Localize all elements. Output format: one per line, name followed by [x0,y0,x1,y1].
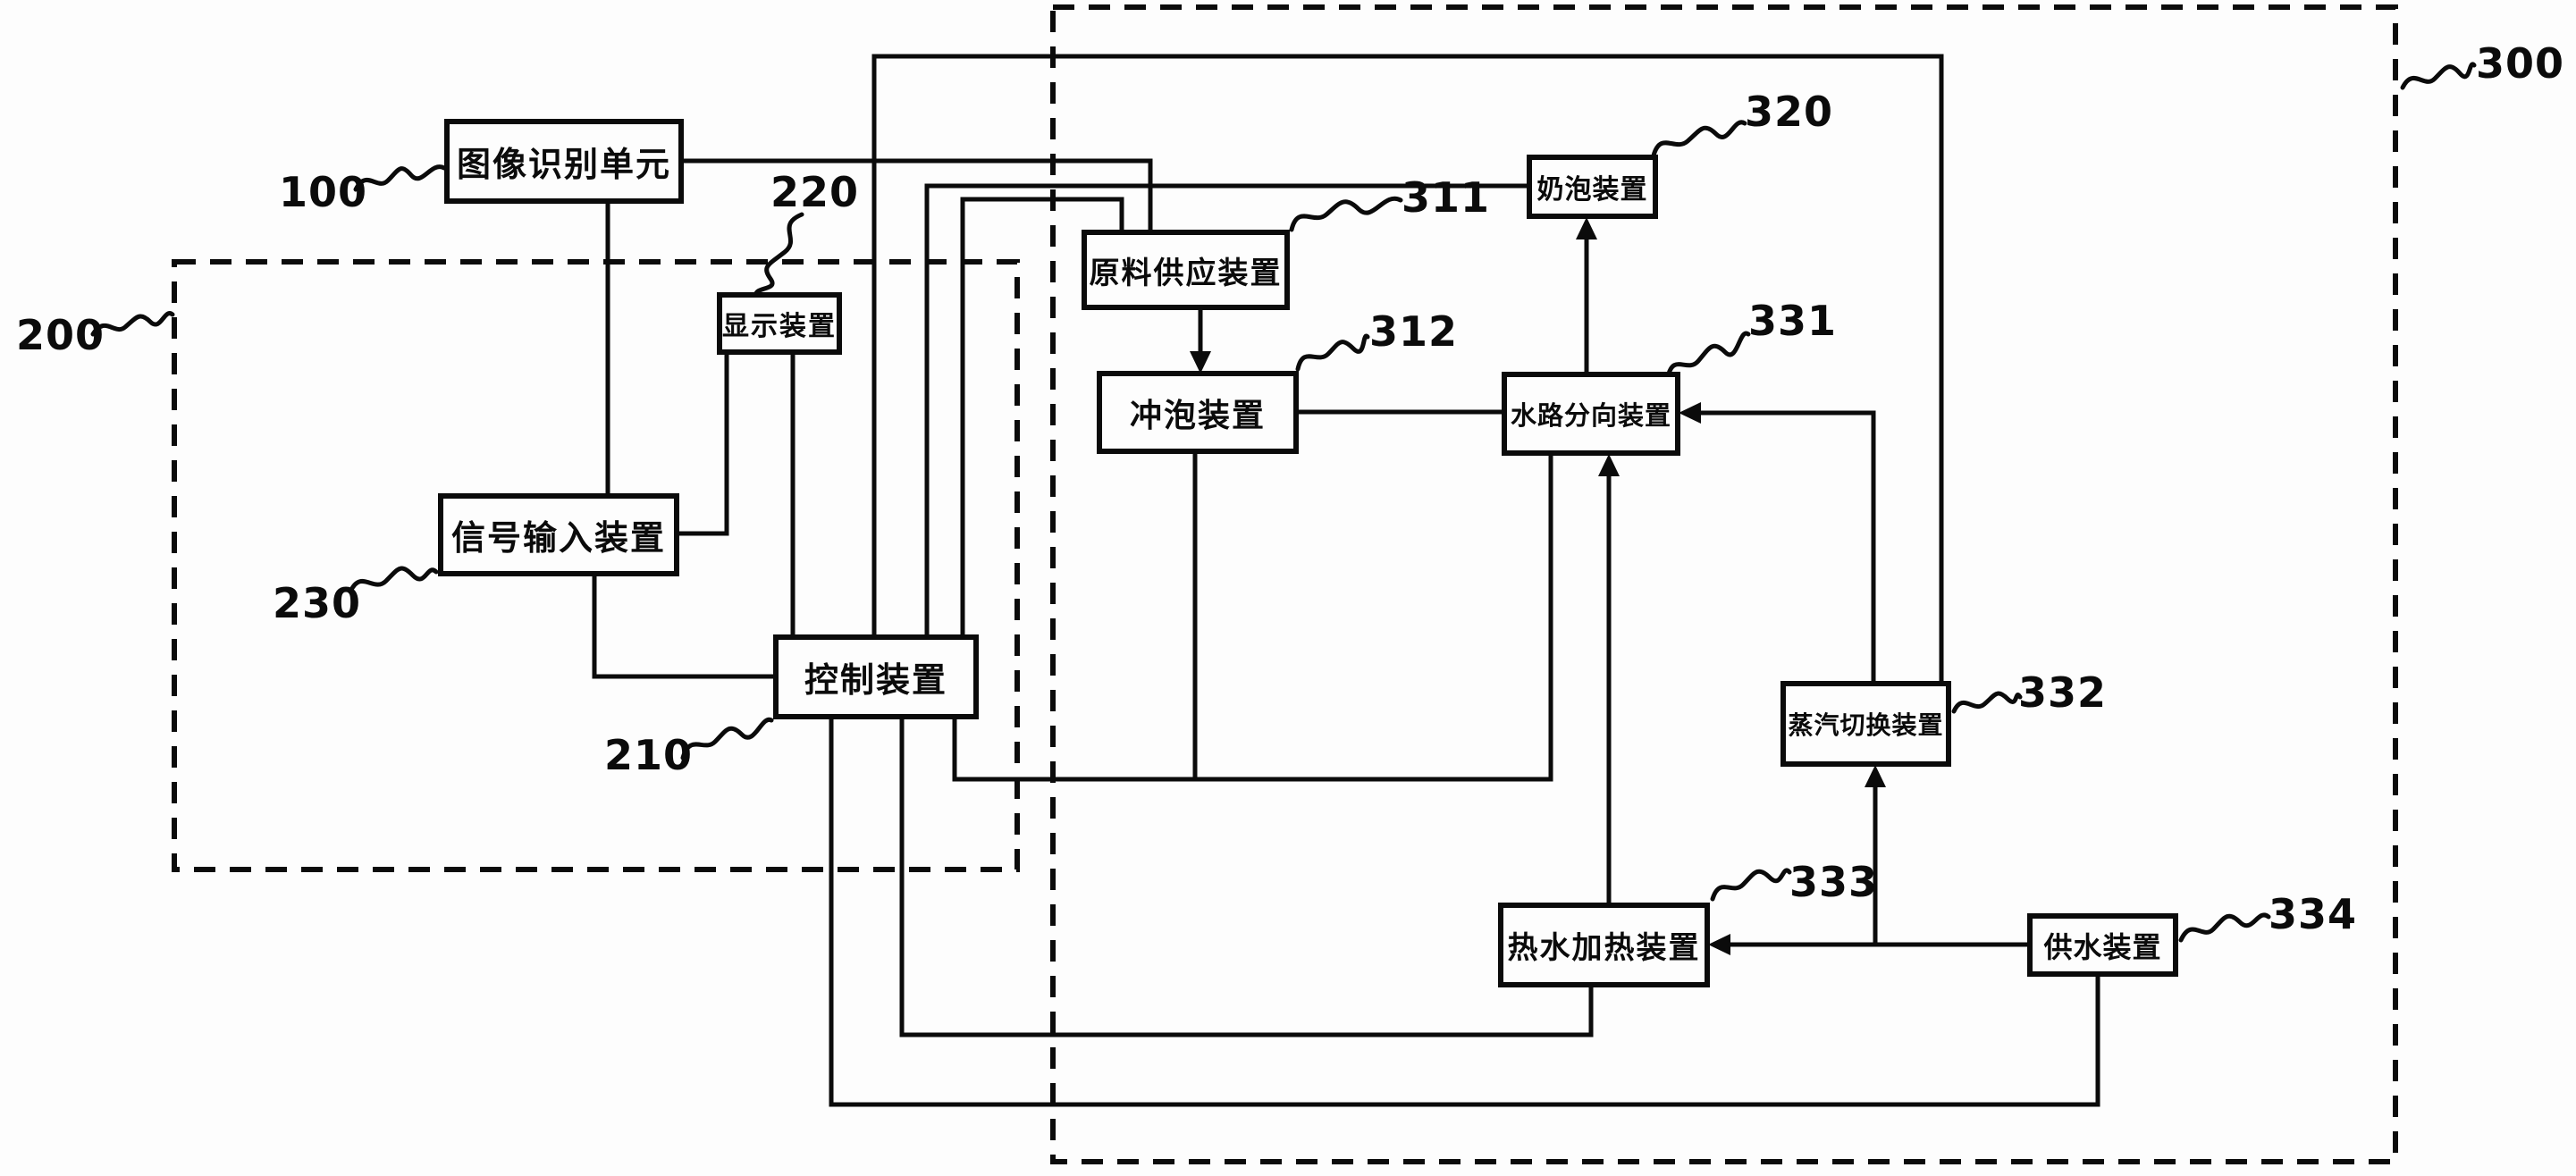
unit-hot-water-heating: 热水加热装置 [1498,903,1710,987]
leader-332 [1951,691,2023,714]
unit-water-divert: 水路分向装置 [1502,372,1680,456]
ref-label-334: 334 [2269,890,2358,938]
ref-label-312: 312 [1369,307,1459,356]
ref-label-311: 311 [1402,173,1491,222]
arrowhead-into-waterdivert-right [1679,402,1701,424]
line-signalinput-to-control [592,576,773,679]
ref-label-220: 220 [770,168,860,216]
arrowhead-into-milkfroth [1576,217,1597,239]
line-control-to-steamswitch [871,54,1944,681]
leader-311 [1289,196,1403,232]
ref-label-320: 320 [1745,88,1834,136]
leader-100 [353,164,447,192]
unit-control: 控制装置 [773,634,979,719]
unit-image-recognition: 图像识别单元 [444,119,684,204]
unit-water-supply: 供水装置 [2027,913,2178,977]
unit-milk-froth: 奶泡装置 [1527,155,1658,219]
arrowhead-into-steamswitch [1865,765,1886,787]
line-control-to-waterdivert [952,456,1553,782]
leader-320 [1651,120,1747,158]
unit-display: 显示装置 [717,292,842,355]
arrowhead-into-hotwater [1708,934,1730,955]
leader-312 [1295,333,1370,372]
leader-331 [1665,331,1751,380]
line-control-to-milkfroth [924,183,1527,634]
leader-333 [1710,868,1792,902]
line-control-to-watersupply [829,719,2100,1107]
leader-200 [90,311,175,337]
line-signalinput-to-display [679,355,729,536]
ref-label-333: 333 [1789,858,1879,906]
unit-brewing: 冲泡装置 [1097,371,1299,454]
ref-label-300: 300 [2476,39,2565,88]
leader-334 [2178,912,2271,943]
ref-label-331: 331 [1748,297,1838,345]
ref-label-100: 100 [279,168,368,216]
unit-material-supply: 原料供应装置 [1082,230,1290,310]
line-steamswitch-to-waterdivert [1696,410,1876,681]
leader-300 [2400,62,2477,90]
unit-signal-input: 信号输入装置 [438,493,679,576]
leader-230 [348,566,439,594]
group-200-dashed-border [172,259,1020,872]
arrowhead-into-brewing [1190,351,1211,374]
group-300-dashed-border [1050,4,2398,1164]
line-control-to-hotwater [899,719,1594,1037]
ref-label-230: 230 [273,579,362,627]
leader-210 [680,717,774,760]
arrowhead-into-waterdivert-bottom [1598,454,1620,476]
line-imgrecog-to-materialsupply [684,158,1153,230]
ref-label-200: 200 [16,311,105,359]
ref-label-332: 332 [2018,668,2108,717]
line-control-to-materialsupply [960,197,1124,634]
leader-220 [753,212,804,299]
unit-steam-switch: 蒸汽切换装置 [1780,681,1951,767]
ref-label-210: 210 [604,731,694,779]
